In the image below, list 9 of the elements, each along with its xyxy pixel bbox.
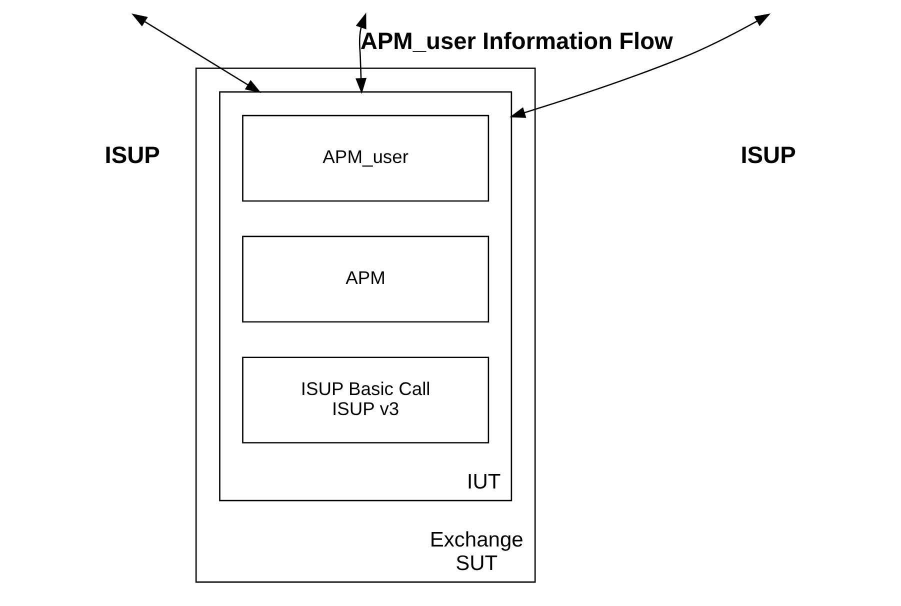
node-box: ISUP Basic Call ISUP v3 [242, 356, 489, 444]
arrow [131, 13, 261, 93]
node-box: APM_user [242, 114, 489, 202]
label: ISUP [104, 142, 160, 169]
arrow [355, 12, 366, 94]
edge-label: APM_user Information Flow [360, 29, 672, 56]
label: ISUP [740, 142, 796, 169]
node-box: APM [242, 236, 489, 323]
arrow [509, 14, 770, 118]
